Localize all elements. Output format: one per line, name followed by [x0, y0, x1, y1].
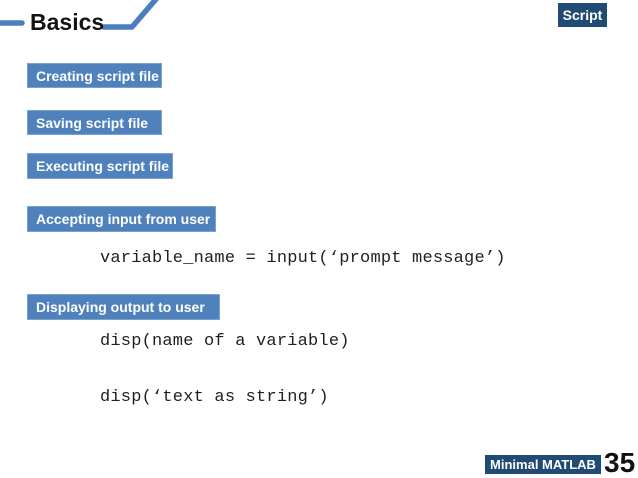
footer-course-tag: Minimal MATLAB — [485, 455, 601, 474]
code-disp-variable-example: disp(name of a variable) — [100, 332, 350, 351]
topic-box-creating-script-file: Creating script file — [27, 63, 162, 88]
topic-box-label: Executing script file — [36, 158, 170, 174]
footer-course-label: Minimal MATLAB — [490, 457, 596, 472]
section-tag-script: Script — [558, 3, 607, 27]
topic-box-label: Saving script file — [36, 114, 149, 131]
topic-box-saving-script-file: Saving script file — [27, 110, 162, 135]
topic-box-executing-script-file: Executing script file — [27, 153, 173, 179]
topic-box-label: Creating script file — [36, 67, 159, 84]
code-disp-string-example: disp(‘text as string’) — [100, 388, 329, 407]
topic-box-accepting-input: Accepting input from user — [27, 206, 216, 232]
page-title: Basics — [30, 9, 105, 35]
section-tag-label: Script — [562, 7, 603, 23]
code-input-example: variable_name = input(‘prompt message’) — [100, 249, 506, 268]
title-accent-line-icon — [0, 0, 159, 30]
topic-box-displaying-output: Displaying output to user — [27, 294, 220, 320]
topic-box-label: Displaying output to user — [36, 299, 205, 315]
topic-box-label: Accepting input from user — [36, 211, 211, 227]
page-number: 35 — [604, 447, 636, 478]
